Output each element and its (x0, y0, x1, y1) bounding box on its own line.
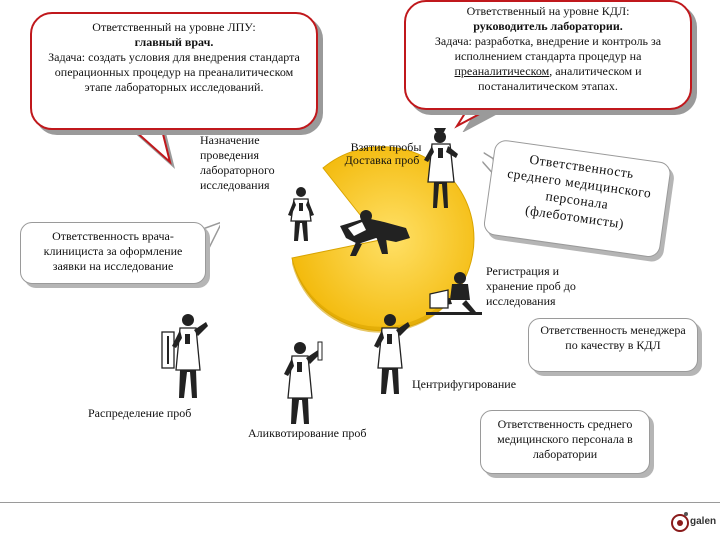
lab-staff-text: Ответственность среднего медицинского пе… (497, 417, 633, 461)
doctor-figure (284, 185, 318, 245)
kdl-task-underlined: преаналитическом (454, 64, 550, 78)
logo-text: galen (690, 516, 717, 527)
clinician-bubble: Ответственность врача-клинициста за офор… (20, 222, 220, 292)
aliquoting-worker-figure (282, 338, 332, 428)
label-aliquoting: Аликвотирование проб (248, 426, 367, 440)
registration-worker-figure (426, 268, 484, 318)
label-delivery: Доставка проб (344, 153, 420, 167)
lab-head-bubble: Ответственный на уровне КДЛ: руководител… (402, 0, 700, 132)
footer-divider (0, 502, 720, 503)
phlebotomist-text: Ответственность среднего медицинского пе… (506, 151, 653, 232)
label-centrifuge: Центрифугирование (412, 377, 517, 391)
lpu-task: Задача: создать условия для внедрения ст… (48, 50, 300, 94)
label-appointment: Назначение проведения лабораторного иссл… (200, 133, 275, 192)
distribution-worker-figure (160, 312, 212, 402)
kdl-line2: руководитель лаборатории. (473, 19, 623, 33)
nurse-figure (422, 124, 460, 212)
chief-physician-bubble: Ответственный на уровне ЛПУ: главный вра… (30, 12, 330, 172)
label-sampling: Взятие пробы (350, 140, 422, 154)
lpu-line2: главный врач. (134, 35, 214, 49)
lab-staff-bubble: Ответственность среднего медицинского пе… (480, 410, 658, 478)
kdl-line1: Ответственный на уровне КДЛ: (466, 4, 630, 18)
sampling-group-figure (336, 208, 414, 260)
logo-mark-icon (671, 512, 689, 532)
kdl-task-a: Задача: разработка, внедрение и контроль… (434, 34, 662, 63)
quality-manager-bubble: Ответственность менеджера по качеству в … (528, 318, 708, 376)
centrifuge-worker-figure (370, 312, 420, 396)
kdl-task: Задача: разработка, внедрение и контроль… (416, 34, 680, 94)
quality-manager-text: Ответственность менеджера по качеству в … (540, 323, 686, 352)
lpu-line1: Ответственный на уровне ЛПУ: (92, 20, 256, 34)
label-distribution: Распределение проб (88, 406, 192, 420)
clinician-text: Ответственность врача-клинициста за офор… (43, 229, 183, 273)
kdl-task-b: , аналитическом и постаналитическом этап… (478, 64, 642, 93)
label-registration: Регистрация и хранение проб до исследова… (486, 264, 576, 308)
galen-logo: galen (670, 508, 716, 536)
